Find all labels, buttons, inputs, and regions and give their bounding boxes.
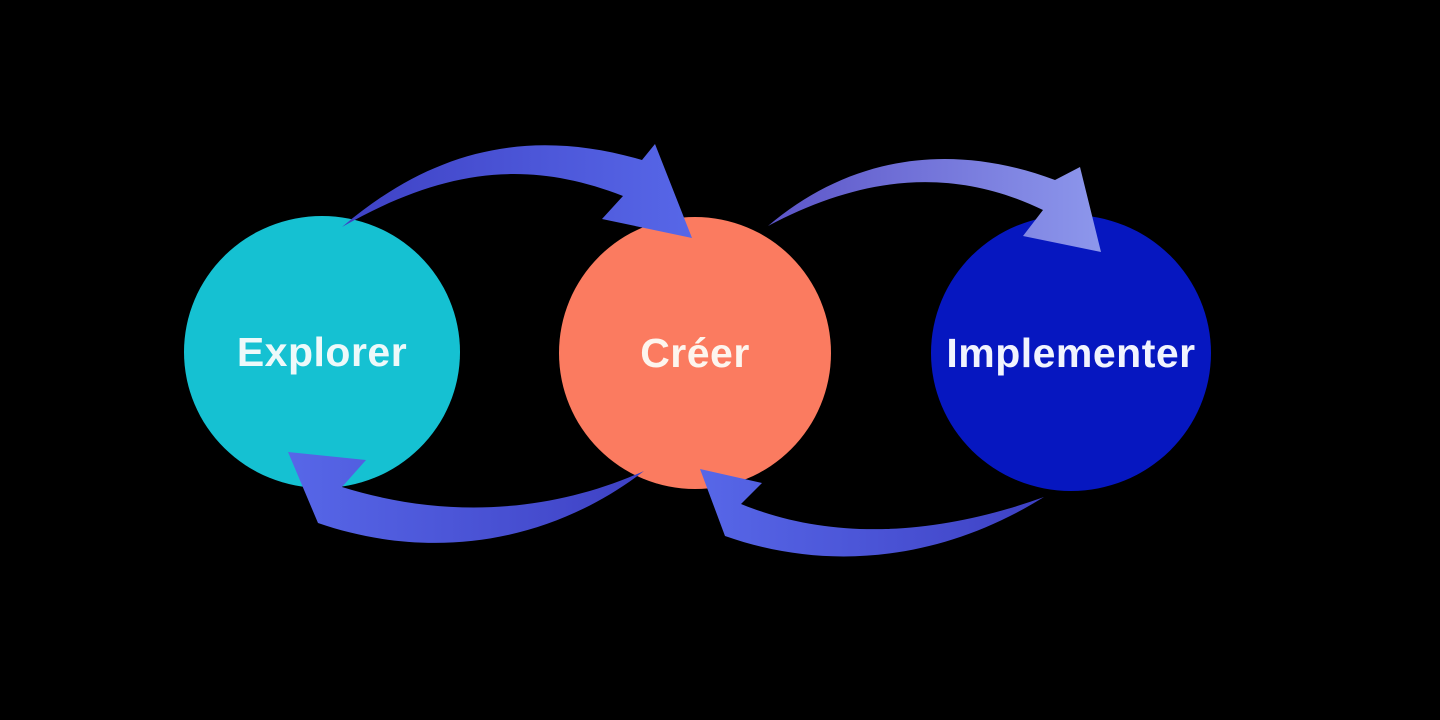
arrow-explorer-to-creer-icon (342, 144, 692, 238)
stage-circle-creer: Créer (559, 217, 831, 489)
arrow-implementer-to-creer-icon (700, 469, 1044, 557)
stage-label-implementer: Implementer (946, 329, 1196, 376)
stage-label-explorer: Explorer (236, 328, 408, 375)
stage-label-creer: Créer (640, 329, 750, 376)
stage-circle-implementer: Implementer (931, 215, 1211, 491)
stage-circle-explorer: Explorer (184, 216, 460, 488)
